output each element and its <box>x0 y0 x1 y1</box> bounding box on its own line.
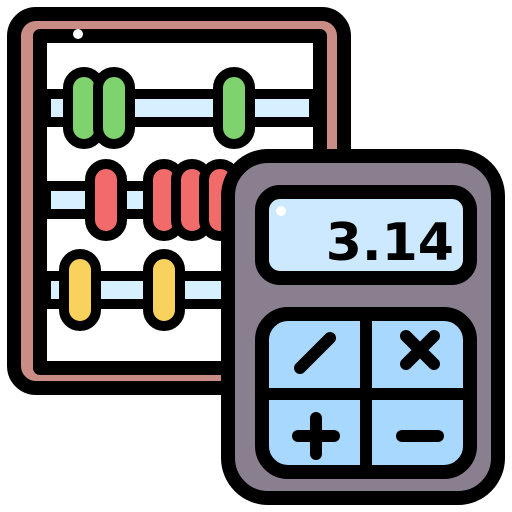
screen-highlight <box>276 206 286 216</box>
calculator-display-value: 3.14 <box>326 213 454 273</box>
calculator-screen <box>255 185 477 285</box>
abacus-bead-yellow <box>143 249 185 331</box>
abacus-bead-yellow <box>59 249 101 331</box>
divide-key[interactable] <box>294 332 336 374</box>
plus-key[interactable] <box>292 412 340 460</box>
abacus-frame-highlight <box>73 29 83 39</box>
multiply-key[interactable] <box>400 330 440 370</box>
multiply-icon <box>400 330 440 370</box>
abacus-bead-green <box>213 67 255 149</box>
calculator-icon: 3.14 <box>221 149 505 505</box>
abacus-bead-red <box>85 159 127 241</box>
abacus-bead-green <box>93 67 135 149</box>
divide-icon <box>294 332 336 374</box>
